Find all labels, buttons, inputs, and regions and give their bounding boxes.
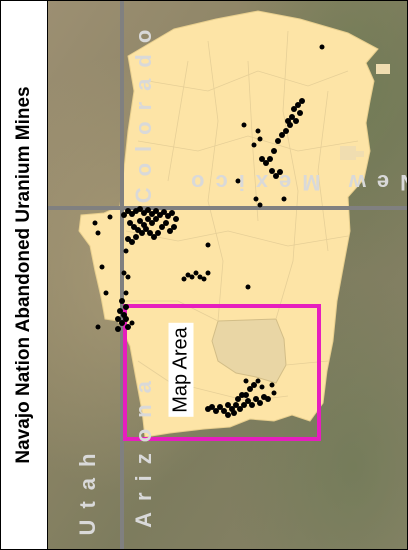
- map-canvas: Utah Arizona Colorado New Mexico Map Are…: [48, 1, 407, 549]
- utah-label: Utah: [75, 442, 100, 536]
- mine-cluster-central: [181, 196, 287, 290]
- map-svg: [48, 1, 407, 549]
- map-area-label: Map Area: [168, 323, 194, 417]
- uranium-mine-points: [92, 44, 325, 418]
- arizona-label: Arizona: [131, 370, 156, 528]
- mine-cluster-west: [92, 206, 179, 245]
- mine-cluster-northeast: [235, 44, 325, 184]
- map-area-box: [123, 304, 321, 441]
- outlying-parcels: [340, 64, 390, 160]
- mine-cluster-border: [95, 248, 135, 332]
- navajo-nation-boundary: [78, 10, 379, 438]
- title-bar: Navajo Nation Abandoned Uranium Mines: [1, 1, 48, 549]
- state-borders: [48, 1, 407, 549]
- new-mexico-label: New Mexico: [180, 170, 408, 195]
- map-title: Navajo Nation Abandoned Uranium Mines: [13, 86, 34, 464]
- colorado-label: Colorado: [131, 18, 156, 204]
- mine-cluster-map-area: [205, 378, 277, 418]
- hopi-reservation-outline: [211, 318, 287, 384]
